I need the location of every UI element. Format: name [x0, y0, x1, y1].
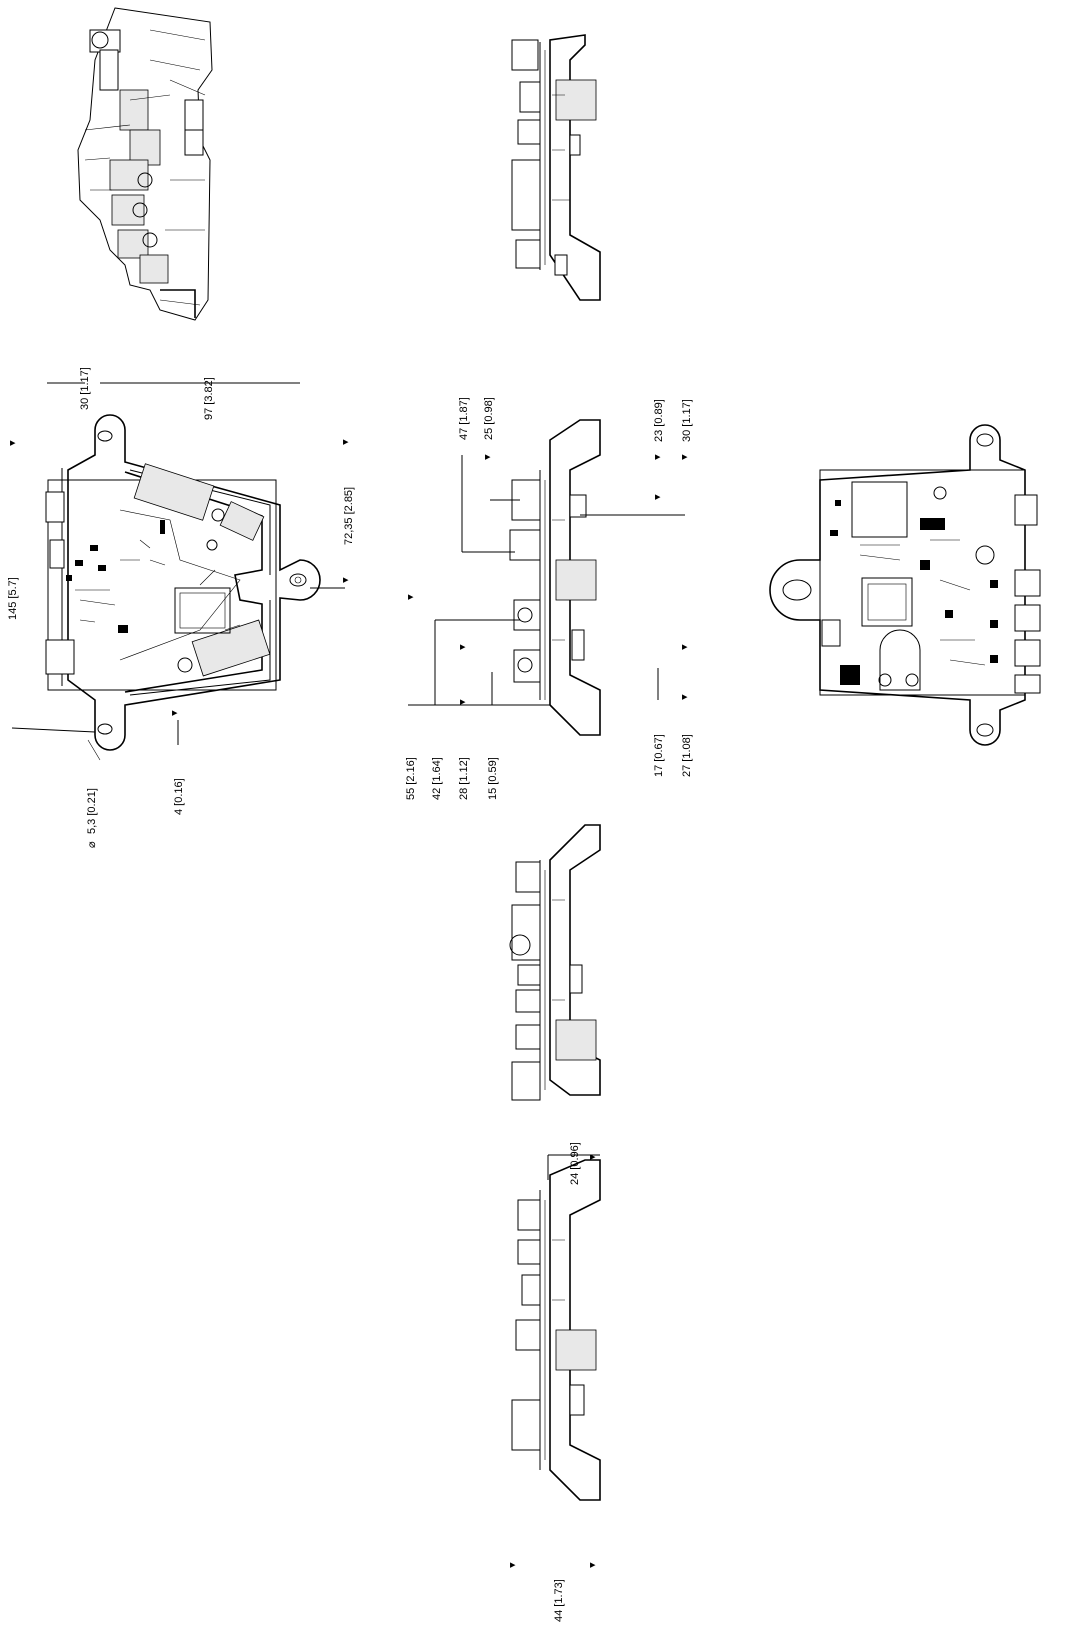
dim-body-height: 97 [3.82] [203, 377, 215, 420]
svg-text:▸: ▸ [343, 574, 349, 586]
svg-text:▸: ▸ [510, 1559, 516, 1571]
top-view: ▸ ▸ ▸ ▸ [10, 382, 349, 761]
dim-edge-offset: 4 [0.16] [173, 778, 185, 815]
dim-hole-diameter: 5,3 [0.21] [86, 788, 98, 834]
svg-text:▸: ▸ [655, 451, 661, 463]
svg-text:▸: ▸ [172, 707, 178, 719]
svg-text:▸: ▸ [10, 437, 16, 449]
bottom-view [769, 424, 1041, 746]
svg-text:▸: ▸ [590, 1151, 596, 1163]
dim-55: 55 [2.16] [405, 757, 417, 800]
dim-diameter-symbol: ⌀ [86, 841, 98, 848]
side-view-upper [511, 34, 601, 301]
svg-text:▸: ▸ [682, 691, 688, 703]
svg-text:▸: ▸ [460, 641, 466, 653]
svg-text:▸: ▸ [460, 696, 466, 708]
dim-17: 17 [0.67] [653, 734, 665, 777]
dim-27: 27 [1.08] [681, 734, 693, 777]
svg-text:▸: ▸ [682, 641, 688, 653]
svg-text:▸: ▸ [590, 1559, 596, 1571]
dim-overall-depth: 44 [1.73] [553, 1579, 565, 1622]
side-view-lower [509, 824, 601, 1101]
dim-tab-offset: 30 [1.17] [79, 367, 91, 410]
dim-42: 42 [1.64] [431, 757, 443, 800]
svg-text:▸: ▸ [408, 591, 414, 603]
dim-hole-center: 72,35 [2.85] [343, 487, 355, 545]
svg-text:▸: ▸ [655, 491, 661, 503]
svg-text:▸: ▸ [343, 436, 349, 448]
dim-28: 28 [1.12] [458, 757, 470, 800]
dim-25: 25 [0.98] [483, 397, 495, 440]
dim-15: 15 [0.59] [487, 757, 499, 800]
dim-30: 30 [1.17] [681, 399, 693, 442]
svg-text:▸: ▸ [682, 451, 688, 463]
isometric-view [77, 7, 213, 321]
dim-47: 47 [1.87] [458, 397, 470, 440]
side-view-bottom: ▸ ▸ ▸ [510, 1151, 601, 1571]
dim-23: 23 [0.89] [653, 399, 665, 442]
dim-overall-width: 145 [5.7] [7, 577, 19, 620]
svg-text:▸: ▸ [485, 451, 491, 463]
dim-bracket-height: 24 [0.96] [569, 1142, 581, 1185]
side-view-middle: ▸ ▸ ▸ ▸ ▸ ▸ ▸ ▸ ▸ [408, 419, 688, 736]
